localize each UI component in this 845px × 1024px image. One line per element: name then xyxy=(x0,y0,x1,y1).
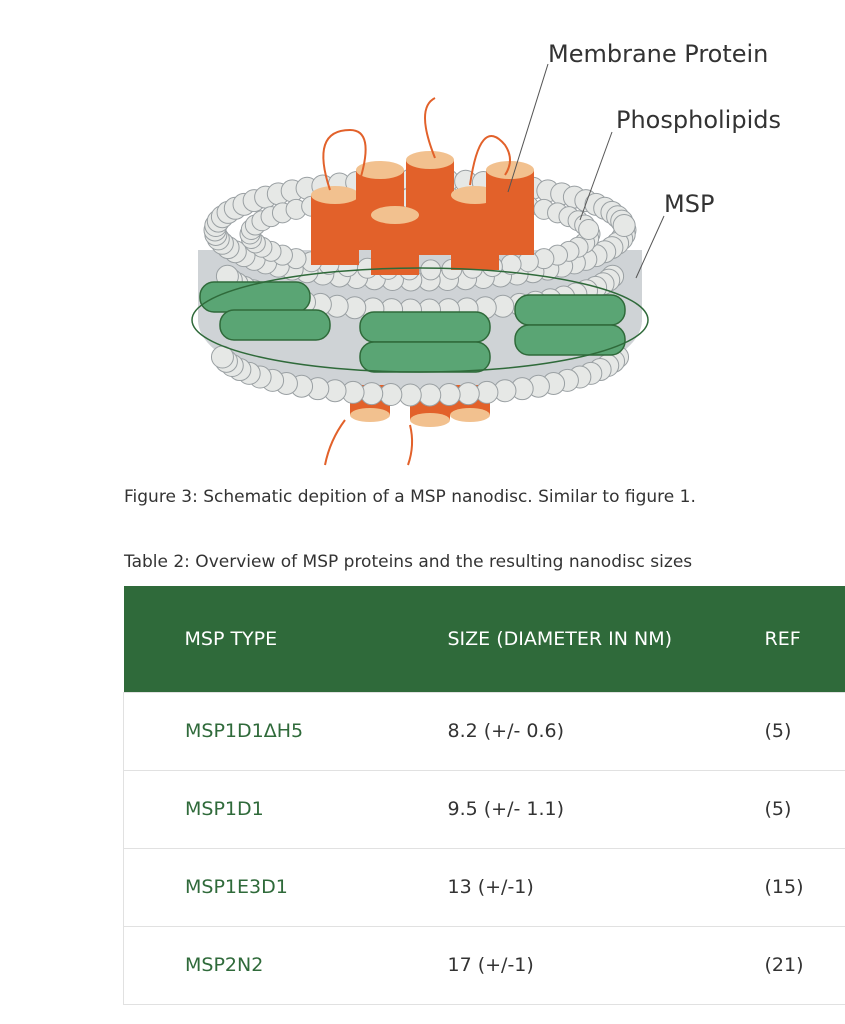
label-phospholipids: Phospholipids xyxy=(616,106,781,134)
label-leader-lines xyxy=(507,63,665,279)
protein-helix xyxy=(371,215,419,275)
figure-caption: Figure 3: Schematic depition of a MSP na… xyxy=(124,487,696,507)
protein-tail xyxy=(324,419,346,466)
lipid-head xyxy=(437,383,461,407)
cell-size: 9.5 (+/- 1.1) xyxy=(447,769,765,848)
header-ref: REF xyxy=(764,627,801,650)
cell-msp-type[interactable]: MSP1D1 xyxy=(123,769,448,848)
cell-size: 8.2 (+/- 0.6) xyxy=(447,691,765,770)
msp-helix xyxy=(359,311,491,343)
label-msp: MSP xyxy=(664,190,714,218)
lipid-head xyxy=(420,259,442,281)
lipid-head xyxy=(578,218,600,240)
protein-loop xyxy=(322,128,367,191)
protein-helix xyxy=(311,195,359,265)
protein-loop xyxy=(469,135,511,186)
msp-wrap-line xyxy=(191,267,649,373)
cell-size: 13 (+/-1) xyxy=(447,847,765,926)
lipid-head xyxy=(398,383,422,407)
protein-tail xyxy=(407,424,414,466)
protein-helix-bottom-end xyxy=(350,408,390,422)
msp-helix xyxy=(359,341,491,373)
table-header-row: MSP TYPE SIZE (DIAMETER IN NM) REF xyxy=(123,586,845,692)
protein-helix xyxy=(486,170,534,255)
header-size: SIZE (DIAMETER IN NM) xyxy=(447,627,673,650)
cell-msp-type[interactable]: MSP1E3D1 xyxy=(123,847,448,926)
cell-msp-type[interactable]: MSP1D1ΔH5 xyxy=(123,691,448,770)
table-title: Table 2: Overview of MSP proteins and th… xyxy=(124,552,693,572)
cell-ref: (5) xyxy=(764,769,845,848)
protein-helix-bottom-end xyxy=(410,413,450,427)
cell-msp-type[interactable]: MSP2N2 xyxy=(123,925,448,1004)
protein-helix-top xyxy=(486,161,534,179)
nanodisc-figure: Membrane Protein Phospholipids MSP xyxy=(170,20,810,470)
membrane-protein-helices xyxy=(311,97,534,275)
nanodisc-illustration: Membrane Protein Phospholipids MSP xyxy=(191,40,781,466)
msp-belt xyxy=(191,267,649,373)
lipid-head xyxy=(418,383,442,407)
msp-helix xyxy=(514,294,626,326)
table-row: MSP1D1 9.5 (+/- 1.1) (5) xyxy=(123,769,845,848)
msp-helix xyxy=(219,309,331,341)
table-row: MSP2N2 17 (+/-1) (21) xyxy=(123,925,845,1004)
cell-ref: (15) xyxy=(764,847,845,926)
lipid-head xyxy=(612,214,636,238)
protein-helix-top xyxy=(356,161,404,179)
table-row: MSP1E3D1 13 (+/-1) (15) xyxy=(123,847,845,926)
label-membrane-protein: Membrane Protein xyxy=(548,40,768,68)
protein-helix-top xyxy=(371,206,419,224)
protein-helix-top xyxy=(311,186,359,204)
msp-table: MSP TYPE SIZE (DIAMETER IN NM) REF MSP1D… xyxy=(123,586,845,1005)
header-msp-type: MSP TYPE xyxy=(184,627,278,650)
table-row: MSP1D1ΔH5 8.2 (+/- 0.6) (5) xyxy=(123,691,845,770)
cell-size: 17 (+/-1) xyxy=(447,925,765,1004)
protein-helix-bottom-end xyxy=(450,408,490,422)
cell-ref: (21) xyxy=(764,925,845,1004)
protein-loop xyxy=(424,97,436,159)
protein-helix-top xyxy=(406,151,454,169)
cell-ref: (5) xyxy=(764,691,845,770)
msp-helix xyxy=(514,324,626,356)
